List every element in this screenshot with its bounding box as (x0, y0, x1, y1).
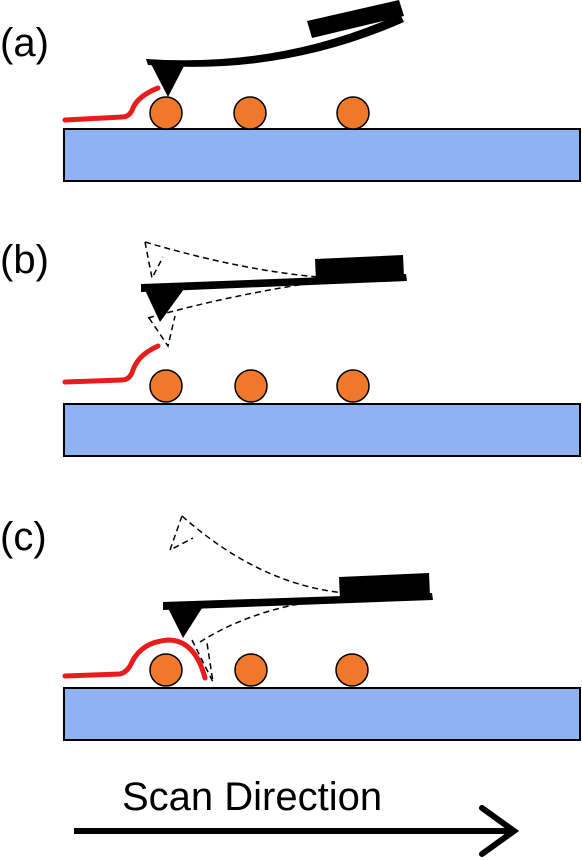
particle (335, 653, 369, 687)
cantilever-chip (339, 573, 430, 600)
afm-tip (150, 62, 184, 97)
scan-direction-label: Scan Direction (122, 775, 382, 819)
substrate (63, 128, 581, 182)
panel-a-label: (a) (0, 21, 49, 65)
particle (336, 369, 370, 403)
cantilever-chip (315, 255, 404, 281)
substrate (63, 403, 581, 457)
cantilever-beam (146, 14, 404, 67)
particle (149, 369, 183, 403)
molecule-strand (62, 637, 208, 681)
particle (149, 96, 183, 130)
panel-a: (a) (0, 0, 581, 182)
cantilever-ghost-upper (168, 515, 346, 594)
substrate (63, 687, 581, 741)
afm-tip (144, 288, 184, 322)
scan-direction-arrow-head (479, 805, 520, 857)
molecule-strand (62, 343, 161, 385)
particle (149, 653, 183, 687)
cantilever-chip (307, 0, 404, 38)
panel-b: (b) (0, 238, 581, 457)
molecule-strand (62, 85, 161, 123)
panel-c: (c) (0, 515, 581, 741)
panel-c-label: (c) (0, 515, 47, 559)
cantilever-ghost-upper (144, 241, 319, 281)
particle (234, 369, 268, 403)
scan-direction: Scan Direction (74, 775, 520, 857)
cantilever-ghost-lower (191, 597, 346, 683)
afm-tip (167, 605, 204, 638)
panel-b-label: (b) (0, 238, 49, 282)
particle (336, 96, 370, 130)
particle (233, 96, 267, 130)
particle (234, 653, 268, 687)
